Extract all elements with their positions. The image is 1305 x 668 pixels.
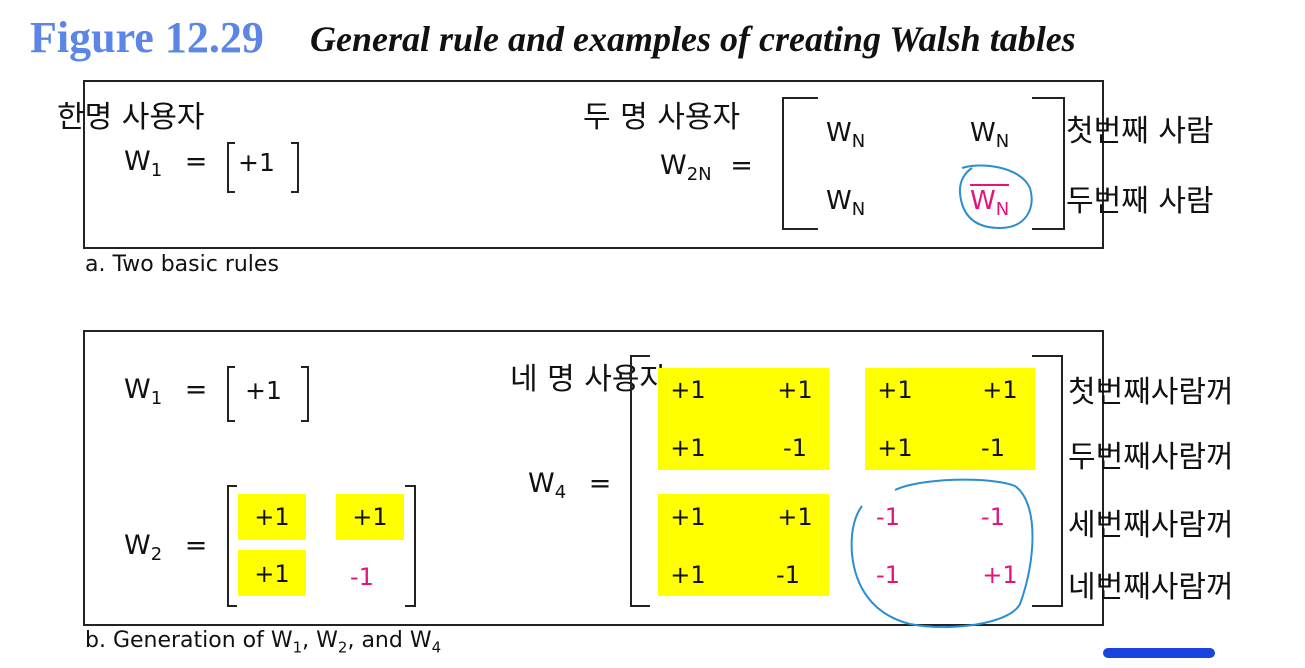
w2-cell: +1: [352, 503, 388, 531]
w1-rule-lhs: W1 =: [124, 146, 208, 181]
label-two-users: 두 명 사용자: [583, 100, 741, 135]
w1-rule-brackets: [227, 142, 299, 193]
w2n-entry-r1c1: WN: [826, 118, 866, 152]
label-one-user: 한명 사용자: [57, 100, 205, 135]
w4-cell: +1: [982, 376, 1018, 404]
w4-cell: +1: [670, 503, 706, 531]
w4-cell: +1: [670, 561, 706, 589]
row-label-second-person: 두번째 사람: [1066, 184, 1214, 219]
w2-cell: +1: [254, 503, 290, 531]
w4-highlight-top-left: [658, 368, 829, 470]
w1-subscript: 1: [150, 160, 163, 181]
caption-panel-b: b. Generation of W1, W2, and W4: [85, 628, 442, 657]
w2-lhs: W2 =: [124, 530, 208, 565]
row-label-first: 첫번째사람꺼: [1068, 375, 1234, 410]
caption-panel-a: a. Two basic rules: [85, 252, 279, 277]
w4-cell-negated: +1: [982, 561, 1018, 589]
row-label-third: 세번째사람꺼: [1068, 508, 1234, 543]
w2n-subscript: 2N: [686, 164, 712, 185]
w2-brackets: [227, 485, 416, 607]
w2-highlight-r1c1: [238, 494, 306, 540]
progress-bar-accent: [1103, 648, 1215, 658]
w4-highlight-bottom-left: [658, 494, 829, 596]
w4-cell: +1: [777, 376, 813, 404]
w4-lhs: W4 =: [528, 468, 612, 503]
w1-entry: +1: [245, 376, 282, 405]
w4-cell: -1: [981, 434, 1005, 462]
w4-cell: +1: [877, 434, 913, 462]
w2n-entry-r2c1: WN: [826, 186, 866, 220]
figure-number: Figure 12.29: [30, 13, 264, 62]
w1-rule-entry: +1: [238, 148, 275, 177]
row-label-fourth: 네번째사람꺼: [1068, 570, 1234, 605]
w4-cell: +1: [777, 503, 813, 531]
w2n-symbol: W: [660, 150, 687, 181]
w4-highlight-top-right: [865, 368, 1035, 470]
w2n-entry-r1c2: WN: [970, 118, 1010, 152]
annotation-circle-negated-block: [850, 478, 1034, 629]
w2-cell: +1: [254, 560, 290, 588]
w2-highlight-r1c2: [336, 494, 404, 540]
figure-title: General rule and examples of creating Wa…: [310, 19, 1076, 59]
w4-brackets: [630, 355, 1063, 607]
w2n-rule-brackets: [782, 97, 1065, 230]
w1-lhs: W1 =: [124, 374, 208, 409]
w4-cell-negated: -1: [876, 503, 900, 531]
w2-highlight-r2c1: [238, 550, 306, 596]
w2-cell-negated: -1: [350, 563, 374, 591]
w1-symbol: W: [124, 146, 151, 177]
w4-cell-negated: -1: [981, 503, 1005, 531]
w4-cell: +1: [877, 376, 913, 404]
w4-cell: +1: [670, 434, 706, 462]
annotation-circle-complement: [958, 164, 1033, 230]
w1-brackets: [227, 366, 309, 422]
label-four-users: 네 명 사용자: [510, 362, 668, 397]
row-label-second: 두번째사람꺼: [1068, 440, 1234, 475]
w4-cell: -1: [783, 434, 807, 462]
panel-basic-rules: [83, 80, 1104, 249]
w4-cell: +1: [670, 376, 706, 404]
row-label-first-person: 첫번째 사람: [1066, 114, 1214, 149]
w2n-rule-lhs: W2N =: [660, 150, 753, 185]
w4-cell: -1: [776, 561, 800, 589]
w4-cell-negated: -1: [876, 561, 900, 589]
w2n-entry-r2c2-complement: WN: [970, 184, 1010, 220]
